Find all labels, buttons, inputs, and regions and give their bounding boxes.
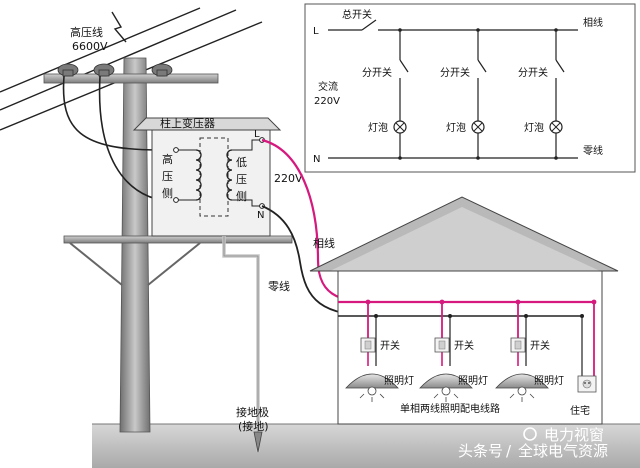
utility-pole — [119, 57, 151, 433]
hv-line-label: 高压线 — [70, 25, 103, 39]
switch-label-3: 开关 — [530, 339, 550, 352]
lv-side-char-1: 低 — [236, 156, 247, 169]
schematic-neutral-label: 零线 — [583, 144, 603, 157]
branch-switch-label-3: 分开关 — [518, 66, 548, 79]
bulb-label-2: 灯泡 — [446, 121, 466, 134]
pole-crossarm-top — [43, 73, 219, 84]
ground-strip — [92, 424, 640, 468]
bulb-label-3: 灯泡 — [524, 121, 544, 134]
house — [309, 196, 619, 425]
watermark-source: 头条号 — [458, 442, 503, 460]
watermark-logo-icon — [523, 427, 537, 441]
branch-switch-label-2: 分开关 — [440, 66, 470, 79]
schematic-l-label: L — [313, 26, 319, 37]
terminal-l-label: L — [254, 129, 260, 140]
schematic-n-label: N — [313, 154, 320, 165]
ground-rod-icon — [253, 431, 263, 453]
schematic-panel: L N 总开关 相线 零线 交流 220V — [304, 3, 636, 173]
bulb-icon — [471, 120, 485, 134]
house-wall — [337, 270, 603, 425]
lightning-icon — [111, 11, 127, 43]
wall-outlet-icon — [577, 375, 597, 393]
bulb-icon — [549, 120, 563, 134]
pendant-lamp-icon — [419, 373, 473, 402]
schematic-phase-label: 相线 — [583, 16, 603, 29]
pole-crossarm-bottom — [63, 235, 293, 244]
transformer: 柱上变压器 高 压 侧 低 压 侧 L N — [132, 116, 282, 237]
pendant-lamp-icon — [345, 373, 399, 402]
lv-side-char-3: 侧 — [236, 190, 247, 203]
watermark-channel: 全球电气资源 — [518, 442, 608, 460]
bulb-icon — [393, 120, 407, 134]
svg-text:/: / — [506, 442, 512, 460]
indoor-wiring — [338, 299, 597, 376]
switch-label-1: 开关 — [380, 339, 400, 352]
hv-voltage-label: 6600V — [72, 40, 108, 53]
hv-side-char-2: 压 — [162, 170, 173, 183]
secondary-coil — [226, 149, 233, 201]
branch-switch-label-1: 分开关 — [362, 66, 392, 79]
lamp-label-3: 照明灯 — [534, 375, 564, 387]
transformer-voltage: 220V — [274, 172, 303, 185]
source-voltage: 220V — [314, 96, 340, 107]
lv-side-char-2: 压 — [236, 173, 247, 186]
circuit-caption: 单相两线照明配电线路 — [400, 402, 500, 415]
switch-label-2: 开关 — [454, 339, 474, 352]
lamp-label-2: 照明灯 — [458, 375, 488, 387]
terminal-n-label: N — [257, 210, 264, 221]
wall-switch-icon — [510, 337, 526, 353]
neutral-wire-label: 零线 — [268, 279, 290, 293]
phase-wire-label: 相线 — [313, 236, 335, 250]
watermark: 头条号 / 全球电气资源 电力视窗 — [458, 426, 608, 460]
lamp-label-1: 照明灯 — [384, 375, 414, 387]
ground-rod-label: 接地极 — [236, 405, 269, 419]
pendant-lamp-icon — [495, 373, 549, 402]
wall-switch-icon — [360, 337, 376, 353]
transformer-title: 柱上变压器 — [160, 116, 215, 130]
bulb-label-1: 灯泡 — [368, 121, 388, 134]
hv-side-char-1: 高 — [162, 152, 173, 166]
primary-coil — [195, 149, 202, 201]
main-switch-label: 总开关 — [342, 8, 372, 21]
main-switch-icon — [361, 19, 377, 31]
ground-rod-sub: (接地) — [238, 420, 269, 433]
source-label: 交流 — [318, 80, 338, 93]
insulators — [57, 63, 173, 77]
hv-side-char-3: 侧 — [162, 187, 173, 200]
wall-switch-icon — [434, 337, 450, 353]
residence-label: 住宅 — [570, 404, 590, 417]
watermark-brand: 电力视窗 — [544, 426, 604, 444]
